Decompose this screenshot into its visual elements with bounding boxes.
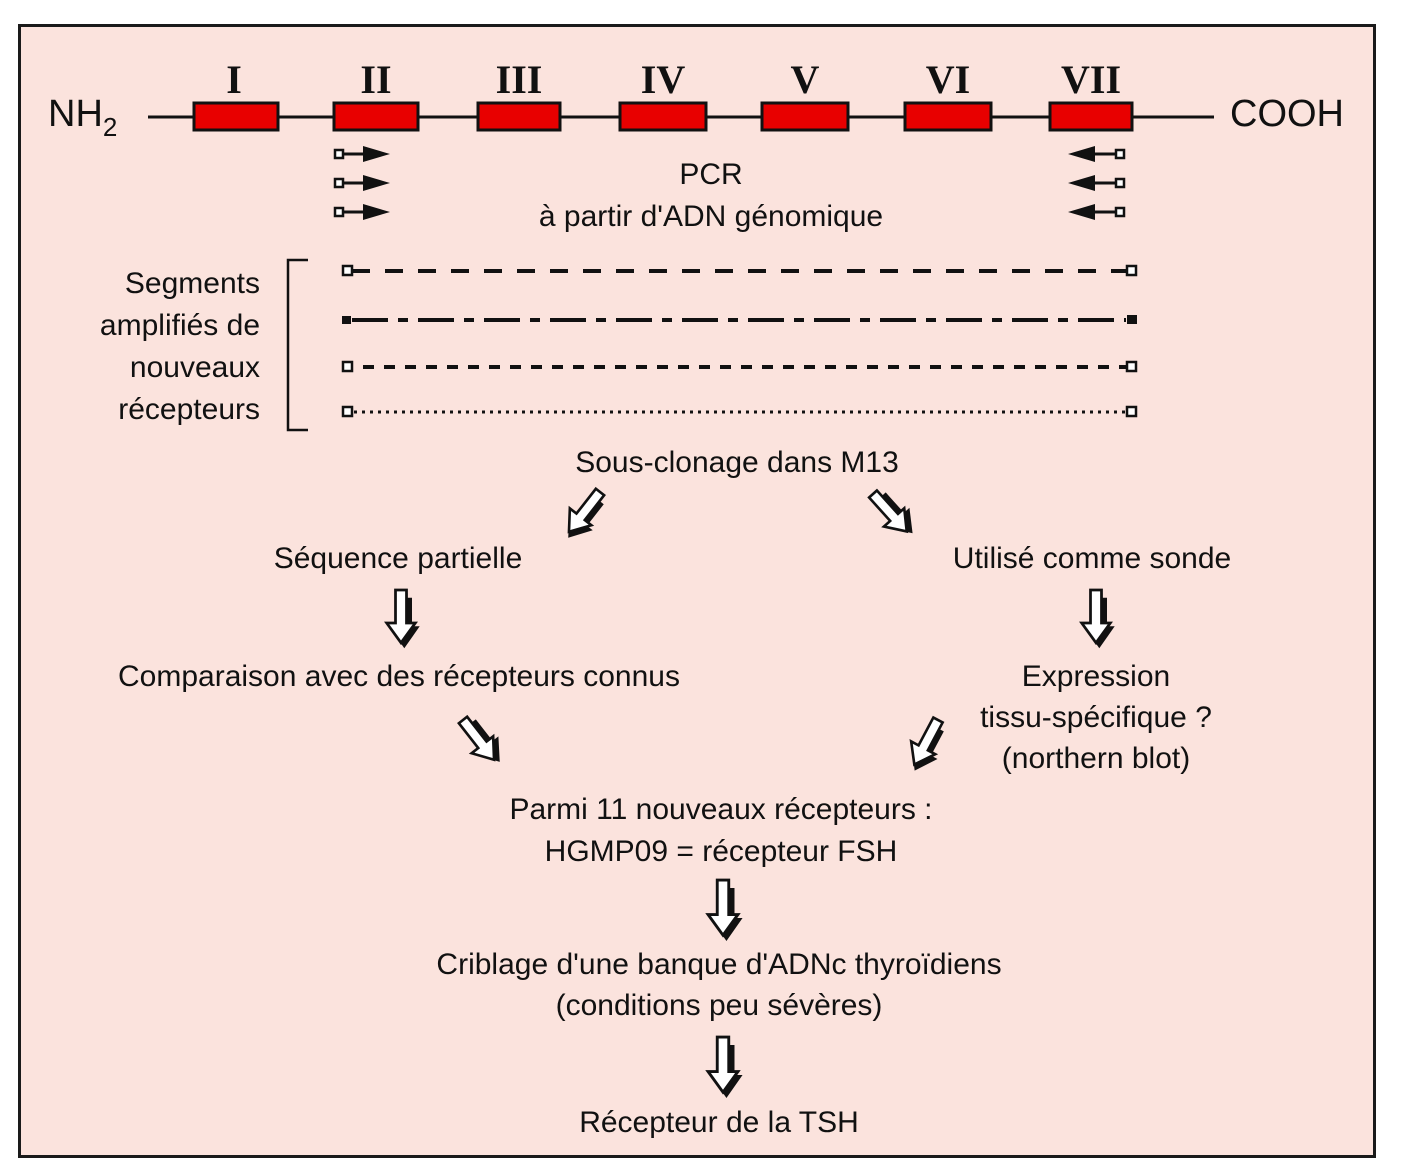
forward-primer-icon [333,175,390,191]
segment-long-dash [341,264,1138,277]
result-step-line: Parmi 11 nouveaux récepteurs : [509,793,933,826]
segments-label-line: nouveaux [129,351,260,384]
segment-end-marker [1127,315,1137,324]
domain-box-vi [903,101,993,132]
domain-label-iv: IV [640,57,686,102]
domain-box-i [192,101,280,132]
pcr-label: PCR [679,158,743,191]
c-terminus-label: COOH [1230,93,1344,135]
screening-step-line: Criblage d'une banque d'ADNc thyroïdiens [436,948,1002,981]
segment-end-marker [1125,264,1138,277]
domain-label-vii: VII [1060,57,1122,102]
reverse-primer-icon [1068,175,1126,191]
result-step-line: HGMP09 = récepteur FSH [544,835,898,868]
segments-label-line: Segments [124,267,260,300]
arrow-icon-to-sequence [553,482,616,549]
arrow-icon-to-screening [706,878,744,943]
probe-step: Utilisé comme sonde [952,542,1232,575]
arrow-icon-to-comparison [385,588,422,650]
forward-primer-icon [333,146,390,162]
expression-step-line: Expression [1021,660,1171,693]
segment-end-marker [341,264,354,277]
segment-end-marker [341,360,354,373]
domain-label-v: V [790,57,820,102]
segments-label-line: récepteurs [118,393,260,426]
domain-box-v [760,101,850,132]
expression-step-line: (northern blot) [1001,742,1191,775]
diagram-frame [18,24,1376,1158]
domain-box-iii [476,101,562,132]
arrow-icon-to-expression [1080,588,1117,650]
segment-end-marker [342,316,351,324]
domain-box-ii [332,101,420,132]
segment-end-marker [1125,405,1138,418]
reverse-primer-icon [1068,204,1126,220]
segment-end-marker [341,405,354,418]
segment-end-marker [1125,360,1138,373]
forward-primers [333,146,390,220]
segment-dash-dot [342,315,1137,324]
reverse-primer-icon [1068,146,1126,162]
domain-box-vii [1048,101,1134,132]
domain-label-ii: II [360,57,392,102]
arrow-icon-expression-to-result [898,712,956,779]
screening-step-line: (conditions peu sévères) [555,989,883,1022]
segment-dotted [341,405,1138,418]
domain-label-i: I [226,57,242,102]
n-terminus-label: NH2 [48,93,118,142]
domain-label-iii: III [495,57,543,102]
domain-box-iv [618,101,708,132]
arrow-icon-to-final [706,1035,744,1100]
expression-step-line: tissu-spécifique ? [980,701,1212,734]
forward-primer-icon [333,204,390,220]
domain-label-vi: VI [925,57,971,102]
comparison-step: Comparaison avec des récepteurs connus [118,660,680,693]
arrow-icon-comparison-to-result [450,707,513,774]
final-step: Récepteur de la TSH [579,1106,859,1139]
transmembrane-domains [192,101,1134,132]
segment-short-dash [341,360,1138,373]
segments-label-line: amplifiés de [99,309,260,342]
subcloning-step: Sous-clonage dans M13 [575,446,899,479]
arrow-icon-to-probe [861,480,925,546]
reverse-primers [1068,146,1126,220]
pcr-source-label: à partir d'ADN génomique [538,200,884,233]
segments-bracket [286,258,308,432]
partial-sequence-step: Séquence partielle [273,542,523,575]
